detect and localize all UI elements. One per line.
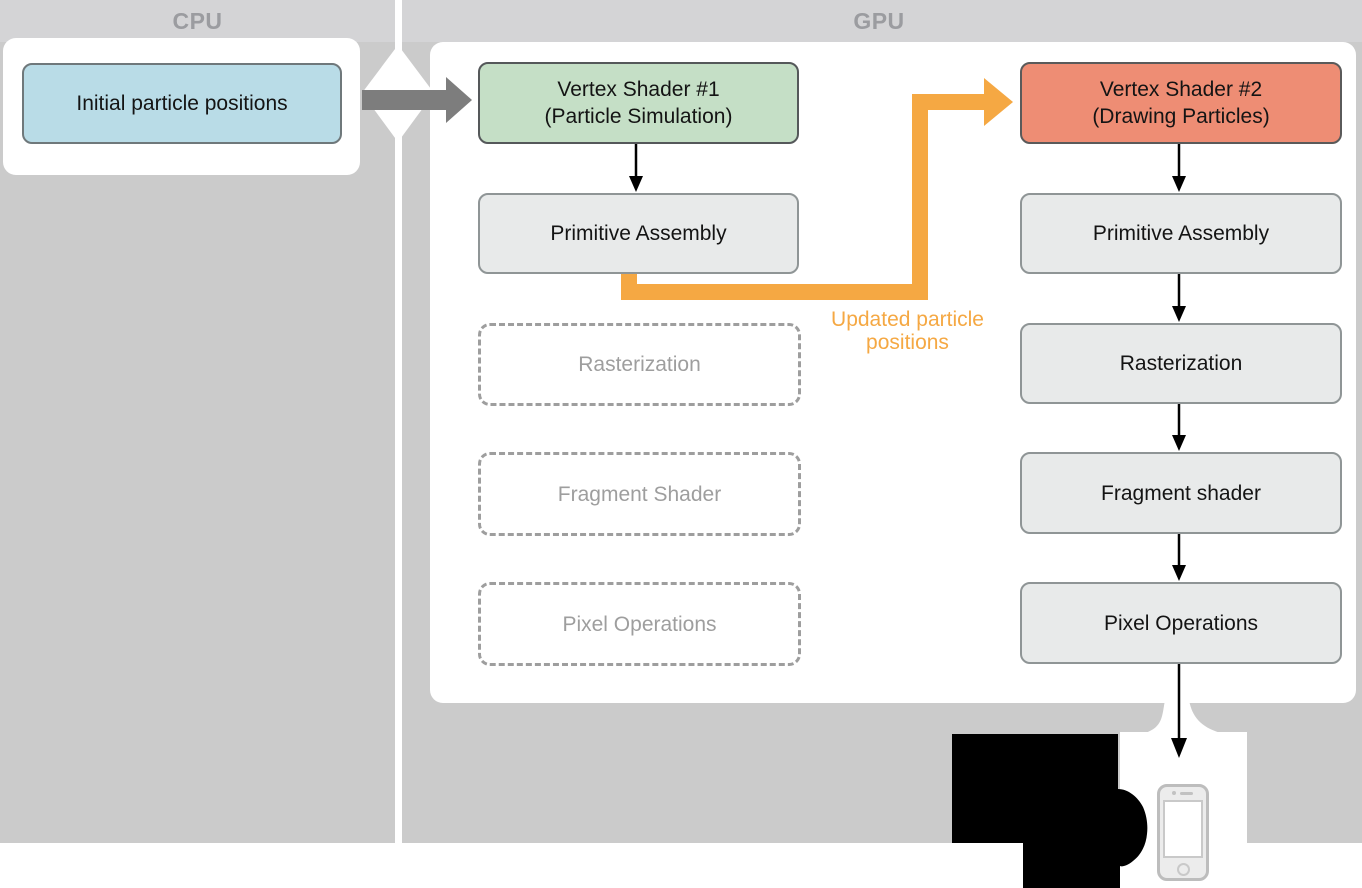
cpu-to-gpu-arrow	[362, 77, 472, 123]
iphone-screen	[1163, 800, 1203, 858]
iphone-speaker-slot	[1180, 792, 1193, 795]
sim-rasterization-box-disabled: Rasterization	[478, 323, 801, 406]
draw-rasterization-label: Rasterization	[1119, 352, 1243, 375]
iphone-icon	[1157, 784, 1209, 881]
cpu-region-label: CPU	[172, 7, 223, 34]
sim-rasterization-label: Rasterization	[578, 353, 701, 376]
draw-fragment-shader-label: Fragment shader	[1101, 481, 1261, 505]
initial-particle-positions-label: Initial particle positions	[76, 92, 288, 115]
vertex-shader-2-box: Vertex Shader #2 (Drawing Particles)	[1020, 62, 1342, 144]
sim-fragment-shader-box-disabled: Fragment Shader	[478, 452, 801, 536]
draw-primitive-assembly-box: Primitive Assembly	[1020, 193, 1342, 274]
vertex-shader-1-box: Vertex Shader #1 (Particle Simulation)	[478, 62, 799, 144]
gpu-output-notch	[1145, 700, 1221, 733]
sim-pixel-operations-label: Pixel Operations	[562, 612, 717, 636]
draw-fragment-shader-box: Fragment shader	[1020, 452, 1342, 534]
draw-rasterization-box: Rasterization	[1020, 323, 1342, 404]
iphone-camera-dot	[1172, 791, 1176, 795]
black-blob-shape	[952, 734, 1148, 888]
sim-pixel-operations-box-disabled: Pixel Operations	[478, 582, 801, 666]
sim-fragment-shader-label: Fragment Shader	[557, 482, 722, 506]
flow-arrows	[634, 142, 1181, 739]
vertex-shader-2-title: Vertex Shader #2	[1099, 78, 1263, 101]
sim-primitive-assembly-label: Primitive Assembly	[550, 222, 727, 245]
vertex-shader-2-subtitle: (Drawing Particles)	[1092, 105, 1270, 128]
vertex-shader-1-subtitle: (Particle Simulation)	[544, 105, 733, 128]
feedback-label-line1: Updated particle	[831, 308, 984, 331]
iphone-home-button	[1177, 863, 1190, 876]
feedback-arrow-label: Updated particle positions	[800, 308, 1015, 354]
draw-pixel-operations-label: Pixel Operations	[1103, 611, 1259, 635]
feedback-label-line2: positions	[866, 331, 949, 354]
initial-particle-positions-box: Initial particle positions	[22, 63, 342, 144]
flow-arrowheads	[629, 176, 1187, 758]
draw-primitive-assembly-label: Primitive Assembly	[1092, 222, 1270, 245]
sim-primitive-assembly-box: Primitive Assembly	[478, 193, 799, 274]
gpu-region-label: GPU	[853, 7, 905, 34]
header-band	[0, 0, 1362, 42]
cpu-gpu-divider	[395, 0, 402, 843]
feedback-arrow	[621, 78, 1013, 300]
vertex-shader-1-title: Vertex Shader #1	[557, 78, 720, 101]
draw-pixel-operations-box: Pixel Operations	[1020, 582, 1342, 664]
